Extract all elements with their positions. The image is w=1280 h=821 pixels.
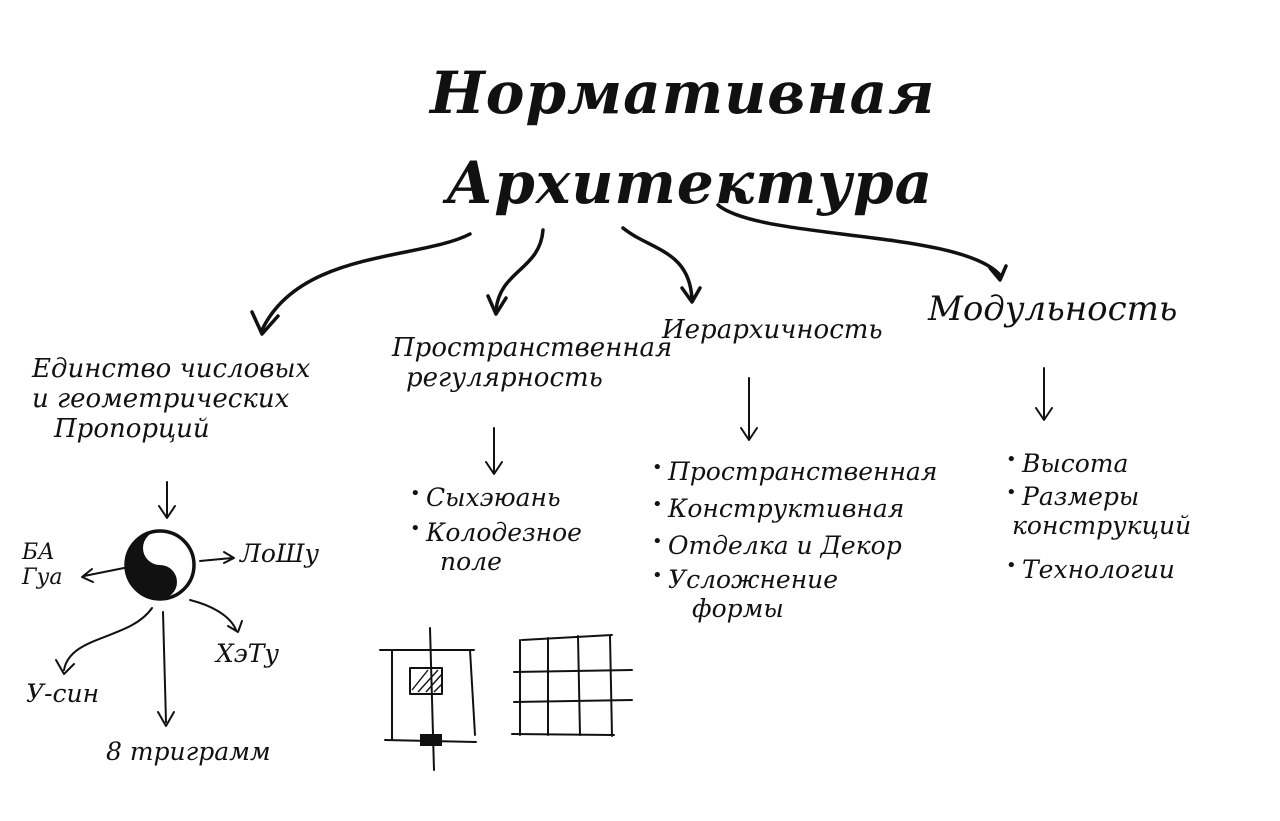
arrow-to-trigrams (157, 611, 175, 727)
arrow-head-modularity (988, 264, 1008, 282)
branch-hierarchy-label: Иерархичность (662, 315, 883, 345)
grid-sketch-siheyuan (379, 627, 477, 771)
grid-sketch-well-field (511, 634, 633, 737)
list-item: Сыхэюань (410, 483, 582, 513)
branch-regularity-label: Пространственная регулярность (392, 333, 673, 393)
label-trigrams: 8 триграмм (106, 737, 271, 766)
list-item-continuation: конструкций (1012, 510, 1192, 540)
list-item: Колодезное (410, 518, 582, 548)
title-line-2: Архитектура (446, 149, 934, 217)
arrow-to-hetu (189, 599, 243, 633)
arrow-to-hierarchy (621, 226, 694, 302)
arrow-head-unity (250, 310, 280, 336)
label-loshu: ЛоШу (240, 539, 319, 568)
arrow-to-loshu (199, 551, 235, 564)
label-wuxing: У-син (26, 679, 100, 708)
modularity-list: Высота Размеры конструкций Технологии (1006, 449, 1192, 585)
label-bagua: БА Гуа (22, 540, 63, 591)
list-item: Усложнение (652, 565, 937, 595)
arrow-hierarchy-down (740, 377, 758, 441)
list-item: Конструктивная (652, 494, 937, 524)
regularity-list: Сыхэюань Колодезное поле (410, 483, 582, 576)
list-item: Высота (1006, 449, 1191, 479)
arrow-head-regularity (486, 294, 508, 316)
arrow-unity-down (158, 481, 176, 519)
list-item: Отделка и Декор (652, 531, 937, 561)
list-item-continuation: формы (692, 594, 784, 623)
arrow-regularity-down (485, 427, 503, 475)
list-item: Пространственная (652, 457, 937, 487)
list-item: Технологии (1006, 555, 1191, 585)
arrow-to-bagua (81, 567, 125, 583)
title-line-1: Нормативная (430, 59, 936, 127)
branch-modularity-label: Модульность (928, 289, 1178, 329)
arrow-to-wuxing (55, 607, 153, 675)
branch-unity-label: Единство числовых и геометрических Пропо… (32, 354, 311, 444)
arrow-modularity-down (1035, 367, 1053, 421)
list-item: Размеры (1006, 482, 1191, 512)
arrow-head-hierarchy (680, 286, 702, 304)
arrow-to-regularity (494, 228, 545, 312)
hierarchy-list: Пространственная Конструктивная Отделка … (652, 457, 937, 624)
yin-yang-icon (124, 529, 196, 601)
arrow-to-modularity (716, 203, 1002, 277)
label-hetu: ХэТу (216, 639, 279, 668)
arrow-to-unity (260, 232, 472, 332)
list-item-continuation: поле (440, 546, 502, 576)
